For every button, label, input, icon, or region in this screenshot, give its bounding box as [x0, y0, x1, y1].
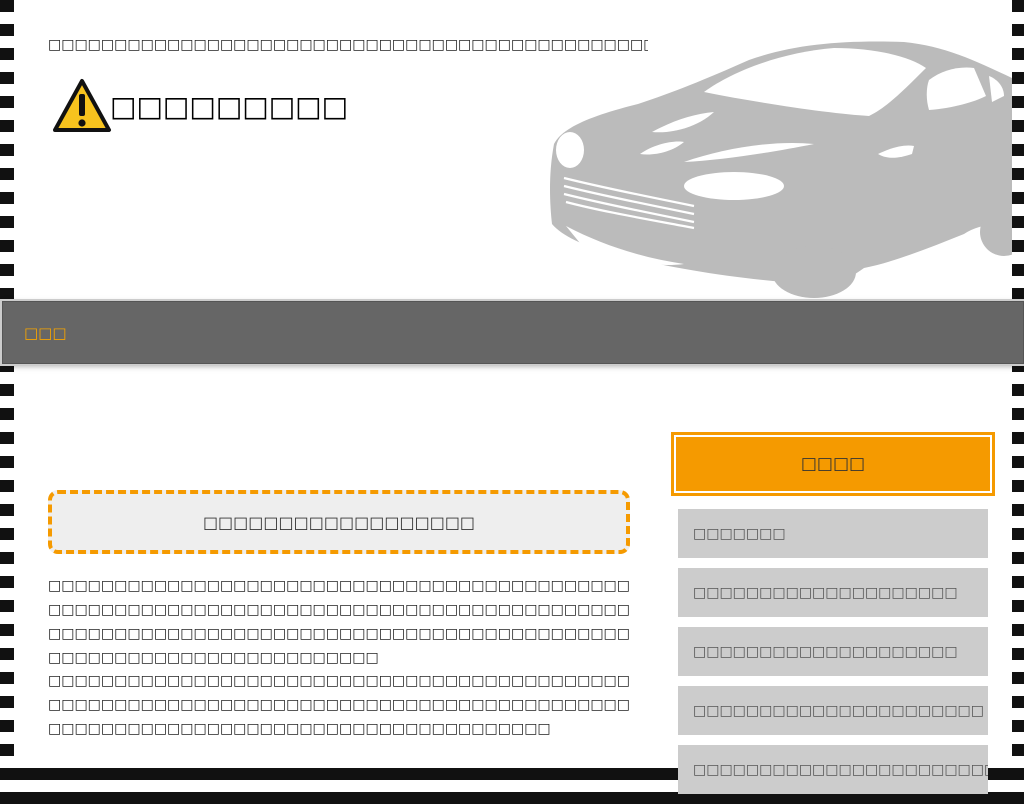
main-navigation: □□□ [2, 301, 1024, 364]
site-title: □□□□□□□□□ [110, 89, 349, 123]
sidebar-item[interactable]: □□□□□□□□□□□□□□□□□□□□□□ [678, 686, 988, 735]
sidebar-item[interactable]: □□□□□□□ [678, 509, 988, 558]
sidebar-list: □□□□□□□ □□□□□□□□□□□□□□□□□□□□ □□□□□□□□□□□… [678, 509, 988, 804]
site-logo[interactable]: □□□□□□□□□ [52, 78, 348, 134]
site-tagline: □□□□□□□□□□□□□□□□□□□□□□□□□□□□□□□□□□□□□□□□… [48, 37, 648, 53]
warning-triangle-icon [53, 79, 111, 132]
sidebar-item[interactable]: □□□□□□□□□□□□□□□□□□□□ [678, 627, 988, 676]
sports-car-image [550, 41, 1012, 298]
article-paragraph-2: □□□□□□□□□□□□□□□□□□□□□□□□□□□□□□□□□□□□□□□□… [48, 673, 631, 737]
sidebar-item[interactable]: □□□□□□□□□□□□□□□□□□□□□□□□□ [678, 745, 988, 794]
page-container: □□□□□□□□□□□□□□□□□□□□□□□□□□□□□□□□□□□□□□□□… [14, 0, 1012, 768]
article-paragraph-1: □□□□□□□□□□□□□□□□□□□□□□□□□□□□□□□□□□□□□□□□… [48, 578, 631, 666]
sidebar-item[interactable]: □□□□□□□□□□□□□□□□□□□□ [678, 568, 988, 617]
article-heading: □□□□□□□□□□□□□□□□□□ [48, 490, 630, 554]
sidebar-title: □□□□ [671, 432, 995, 496]
nav-home-link[interactable]: □□□ [24, 323, 67, 342]
